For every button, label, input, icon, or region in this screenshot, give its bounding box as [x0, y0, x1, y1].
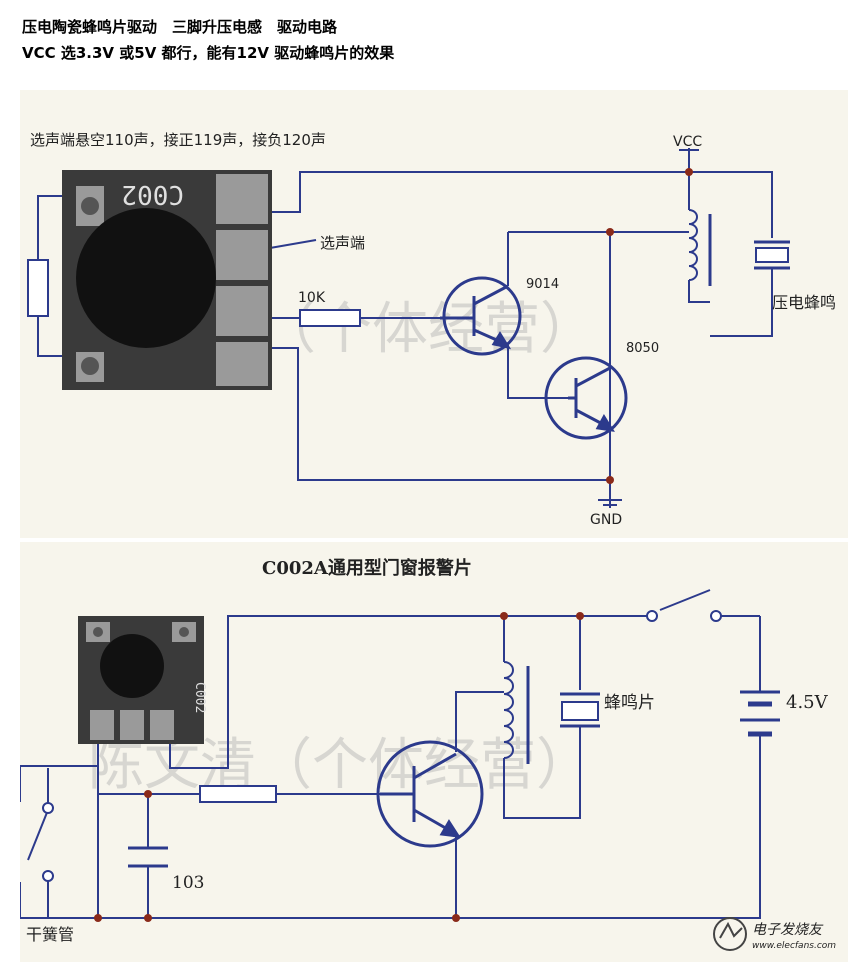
junction-dots — [606, 168, 693, 484]
resistor-label: 10K — [298, 290, 326, 306]
reed-contact-top — [42, 802, 54, 814]
chip-marking: C002 — [192, 682, 207, 713]
q2-label: 8050 — [626, 341, 659, 356]
chip-c002: C002 — [62, 170, 272, 390]
footer-logo-text: 电子发烧友 — [752, 922, 824, 938]
select-note: 选声端悬空110声，接正119声，接负120声 — [30, 131, 326, 149]
circuit-diagram-2: 陈文清（个体经营） C002A通用型门窗报警片 — [20, 542, 848, 962]
circuit-diagram-1: 陈文清（个体经营） 选声端悬空110声，接正119声，接负120声 — [20, 90, 848, 538]
epoxy-blob — [76, 208, 216, 348]
base-resistor — [199, 785, 277, 803]
transistor — [376, 740, 484, 848]
elecfans-logo: 电子发烧友 www.elecfans.com — [713, 917, 836, 951]
reed-contact-bottom — [42, 870, 54, 882]
battery-label: 4.5V — [786, 692, 829, 713]
piezo-buzzer — [560, 692, 600, 728]
transistor-q2 — [544, 356, 628, 440]
wires — [37, 148, 773, 508]
buzzer-label: 蜂鸣片 — [604, 693, 655, 713]
inductor — [688, 209, 712, 286]
transistor-q1 — [440, 276, 522, 356]
q1-label: 9014 — [526, 277, 559, 292]
junction-dots — [94, 612, 584, 922]
cap-label: 103 — [172, 873, 204, 893]
header-line-2: VCC 选3.3V 或5V 都行，能有12V 驱动蜂鸣片的效果 — [22, 44, 395, 62]
gnd-label: GND — [590, 512, 622, 528]
side-resistor — [27, 259, 49, 317]
battery — [740, 690, 780, 737]
circuit-title: C002A通用型门窗报警片 — [262, 557, 472, 579]
footer-url: www.elecfans.com — [752, 941, 836, 951]
header-line-1: 压电陶瓷蜂鸣片驱动 三脚升压电感 驱动电路 — [22, 18, 338, 36]
chip-c002a: C002 — [78, 616, 207, 744]
buzzer-label: 压电蜂鸣 — [772, 293, 836, 312]
inductor — [503, 661, 530, 764]
resistor-10k — [299, 309, 361, 327]
header: 压电陶瓷蜂鸣片驱动 三脚升压电感 驱动电路 VCC 选3.3V 或5V 都行，能… — [22, 14, 842, 66]
select-label: 选声端 — [320, 234, 365, 252]
capacitor-103 — [128, 846, 168, 868]
piezo-buzzer — [754, 240, 790, 270]
chip-marking: C002 — [121, 179, 184, 209]
vcc-label: VCC — [673, 134, 702, 150]
reed-label: 干簧管 — [26, 925, 74, 944]
